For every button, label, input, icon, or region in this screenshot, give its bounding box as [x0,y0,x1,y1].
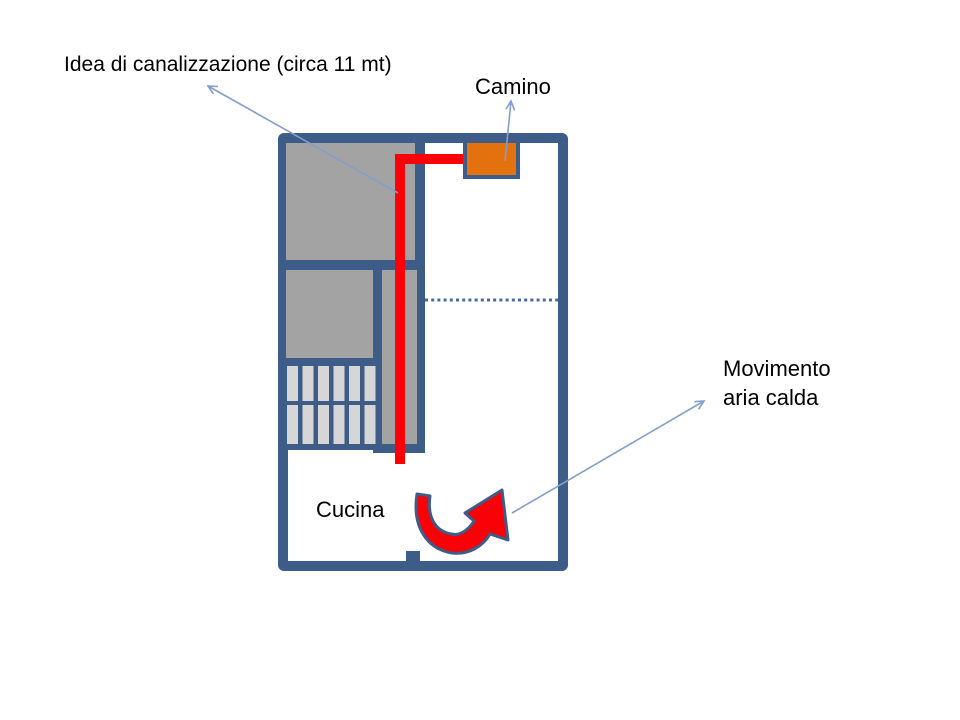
bottom-wall-door-notch [406,551,420,561]
canalization-label: Idea di canalizzazione (circa 11 mt) [64,53,392,76]
cucina-label: Cucina [316,497,385,522]
movimento-aria-calda-label: Movimento aria calda [723,356,831,410]
room-middle-left [286,270,373,358]
room-top-left [286,143,415,261]
corridor-right-wall [417,270,425,444]
camino-label: Camino [475,74,551,99]
stair-treads-row-bottom [287,405,377,444]
wall-vertical-top [415,142,425,270]
staircase [280,358,382,450]
wall-horizontal-divider [280,260,425,270]
floor-plan-outer-wall [278,133,568,571]
corridor-left-wall [373,270,382,444]
stair-treads-row-top [287,366,377,401]
corridor [382,270,417,444]
camino-fireplace-box [463,139,520,179]
